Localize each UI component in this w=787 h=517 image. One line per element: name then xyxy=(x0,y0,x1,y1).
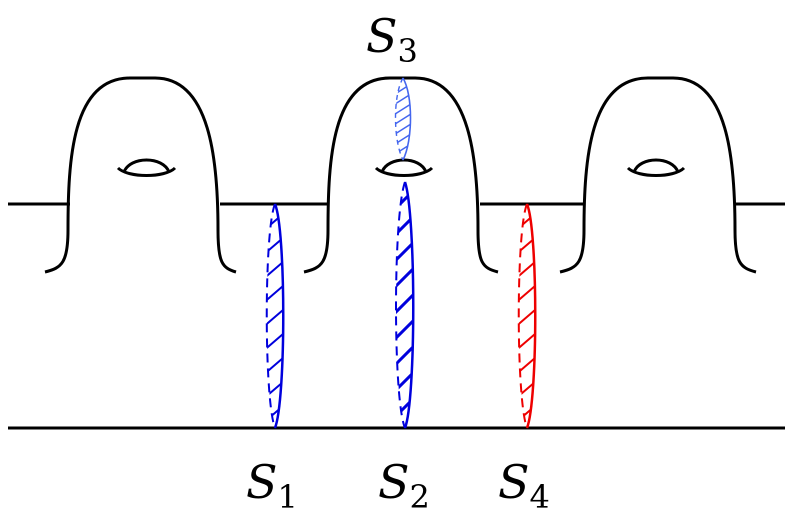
curve-s4 xyxy=(517,203,537,429)
curve-s3 xyxy=(394,77,412,161)
curve-s1 xyxy=(265,203,285,429)
handle-middle xyxy=(303,76,499,274)
label-s3: S3 xyxy=(366,9,418,70)
label-s2: S2 xyxy=(378,455,430,516)
handle-left xyxy=(44,76,237,274)
curve-s2 xyxy=(395,181,415,429)
label-s1: S1 xyxy=(246,455,298,516)
handle-right xyxy=(559,76,757,274)
label-s4: S4 xyxy=(498,455,550,516)
